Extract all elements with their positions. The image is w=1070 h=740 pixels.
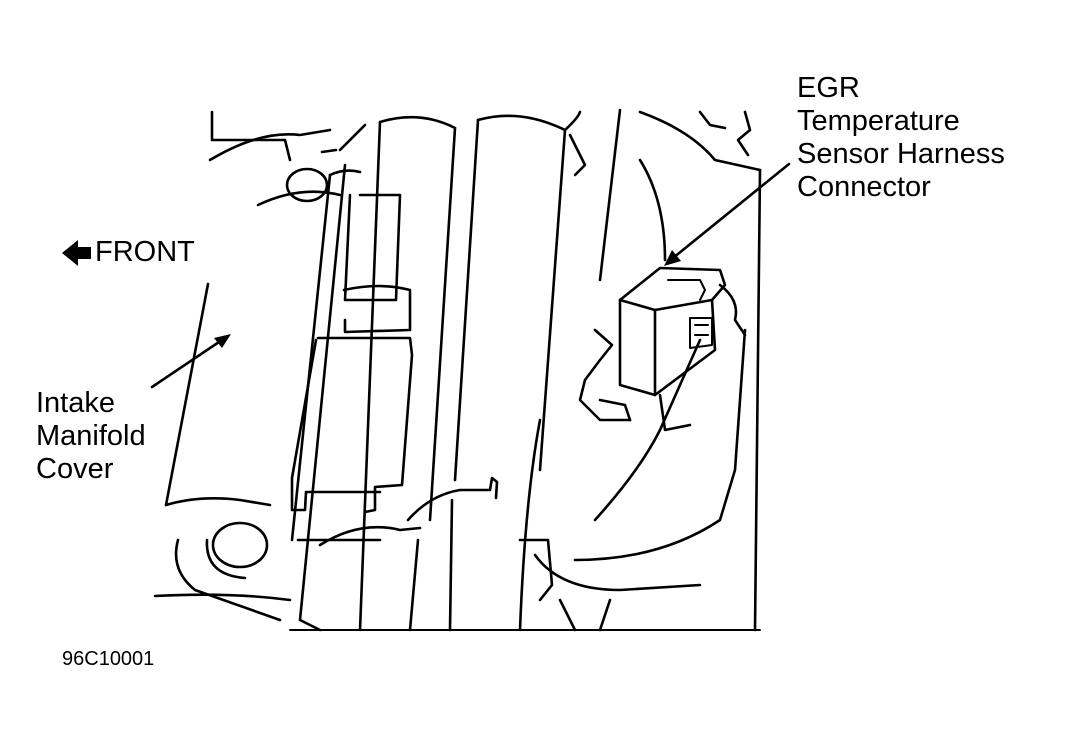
- figure-code: 96C10001: [62, 648, 155, 670]
- front-arrow-icon: [62, 240, 91, 266]
- manifold-rail: [290, 163, 414, 632]
- egr-label-line-1: EGR: [797, 72, 860, 104]
- egr-connector: [578, 266, 747, 432]
- egr-label-line-3: Sensor Harness: [797, 138, 1005, 170]
- tube-center: [406, 110, 587, 632]
- egr-leader-line: [664, 162, 791, 266]
- egr-label-line-2: Temperature: [797, 105, 960, 137]
- right-housing: [518, 108, 762, 632]
- egr-label-line-4: Connector: [797, 171, 931, 203]
- intake-manifold-cover: [153, 110, 342, 622]
- intake-leader-line: [150, 334, 231, 389]
- intake-label-line-1: Intake: [36, 387, 115, 419]
- front-label: FRONT: [95, 236, 195, 268]
- intake-label-line-3: Cover: [36, 453, 114, 485]
- tube-left: [318, 115, 457, 632]
- intake-label-line-2: Manifold: [36, 420, 146, 452]
